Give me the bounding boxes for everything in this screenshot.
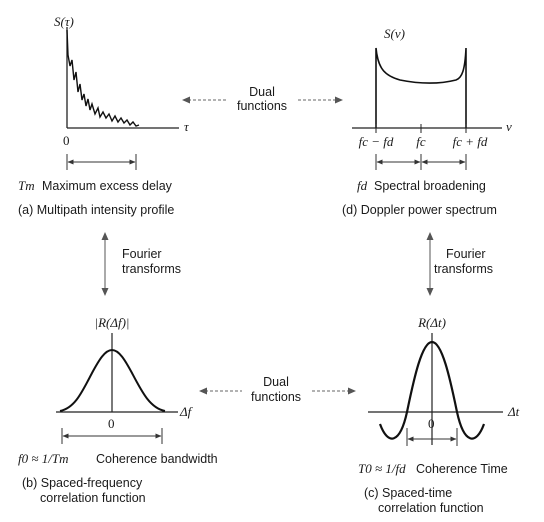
t0-formula: T0 ≈ 1/fd <box>358 461 406 476</box>
fourier-right: Fourier transforms <box>426 232 493 296</box>
fd-description: Spectral broadening <box>374 179 486 193</box>
coherence-bw-panel: |R(Δf)| Δf 0 f0 ≈ 1/Tm Coherence bandwid… <box>18 315 218 505</box>
coherence-time-panel: R(Δt) Δt 0 T0 ≈ 1/fd Coherence Time (c) … <box>358 315 520 515</box>
doppler-caption: (d) Doppler power spectrum <box>342 203 497 217</box>
coherence-bw-origin-label: 0 <box>108 416 115 431</box>
dual-bottom-line2: functions <box>251 390 301 404</box>
fourier-left-line1: Fourier <box>122 247 162 261</box>
fd-symbol: fd <box>357 178 368 193</box>
doppler-y-label: S(ν) <box>384 26 405 41</box>
f0-description: Coherence bandwidth <box>96 452 218 466</box>
multipath-panel: S(τ) τ 0 Tm Maximum excess delay (a) Mul… <box>18 14 190 217</box>
fourier-left-line2: transforms <box>122 262 181 276</box>
coherence-bw-y-label: |R(Δf)| <box>95 315 130 330</box>
coherence-time-curve <box>378 340 486 440</box>
coherence-time-x-var: Δt <box>507 404 520 419</box>
dual-functions-top: Dual functions <box>182 85 343 113</box>
doppler-x-var: ν <box>506 119 512 134</box>
multipath-caption: (a) Multipath intensity profile <box>18 203 174 217</box>
fourier-left: Fourier transforms <box>101 232 181 296</box>
coherence-time-caption-line2: correlation function <box>378 501 484 515</box>
coherence-bw-caption-line2: correlation function <box>40 491 146 505</box>
dual-bottom-line1: Dual <box>263 375 289 389</box>
coherence-bw-x-var: Δf <box>179 404 194 419</box>
multipath-y-label: S(τ) <box>54 14 74 29</box>
multipath-profile-curve <box>66 29 140 127</box>
doppler-spectrum-curve <box>375 47 467 128</box>
coherence-bw-caption-line1: (b) Spaced-frequency <box>22 476 143 490</box>
multipath-origin-label: 0 <box>63 133 70 148</box>
tick-label-fc-plus-fd: fc + fd <box>453 134 488 149</box>
tick-label-fc-minus-fd: fc − fd <box>359 134 394 149</box>
f0-formula: f0 ≈ 1/Tm <box>18 451 68 466</box>
fourier-right-line1: Fourier <box>446 247 486 261</box>
tick-label-fc: fc <box>416 134 426 149</box>
fourier-right-line2: transforms <box>434 262 493 276</box>
tm-description: Maximum excess delay <box>42 179 173 193</box>
t0-description: Coherence Time <box>416 462 508 476</box>
coherence-bw-curve <box>59 348 166 412</box>
dual-functions-bottom: Dual functions <box>199 375 356 404</box>
dual-top-line1: Dual <box>249 85 275 99</box>
coherence-time-caption-line1: (c) Spaced-time <box>364 486 452 500</box>
multipath-x-var: τ <box>184 119 190 134</box>
coherence-time-y-label: R(Δt) <box>417 315 446 330</box>
tm-formula: Tm <box>18 178 35 193</box>
dual-top-line2: functions <box>237 99 287 113</box>
coherence-time-origin-label: 0 <box>428 416 435 431</box>
doppler-panel: S(ν) ν fc − fd fc fc + fd fd Spectral br… <box>342 26 512 217</box>
